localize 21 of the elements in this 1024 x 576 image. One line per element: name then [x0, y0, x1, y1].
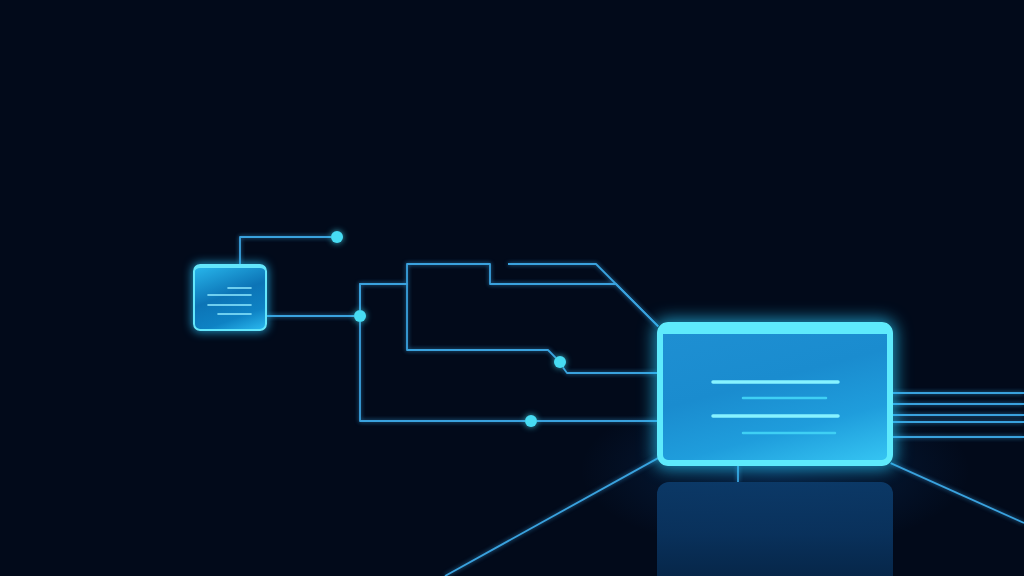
circuit-line [892, 421, 1024, 423]
circuit-line [507, 263, 660, 328]
circuit-line [562, 366, 658, 374]
circuit-line [892, 403, 1024, 405]
small-panel [193, 264, 267, 331]
circuit-line [359, 321, 526, 422]
circuit-line [536, 420, 658, 422]
junction-dot [554, 356, 566, 368]
circuit-line [892, 436, 1024, 438]
circuit-line [266, 315, 355, 317]
floor-line [889, 462, 1024, 524]
junction-dot [331, 231, 343, 243]
circuit-line [892, 392, 1024, 394]
circuit-line [239, 236, 332, 265]
main-panel [657, 322, 893, 466]
circuit-line [359, 283, 557, 359]
circuit-line [892, 414, 1024, 416]
stub-line [737, 465, 739, 483]
panel-reflection [657, 482, 893, 576]
junction-dot [525, 415, 537, 427]
junction-dot [354, 310, 366, 322]
